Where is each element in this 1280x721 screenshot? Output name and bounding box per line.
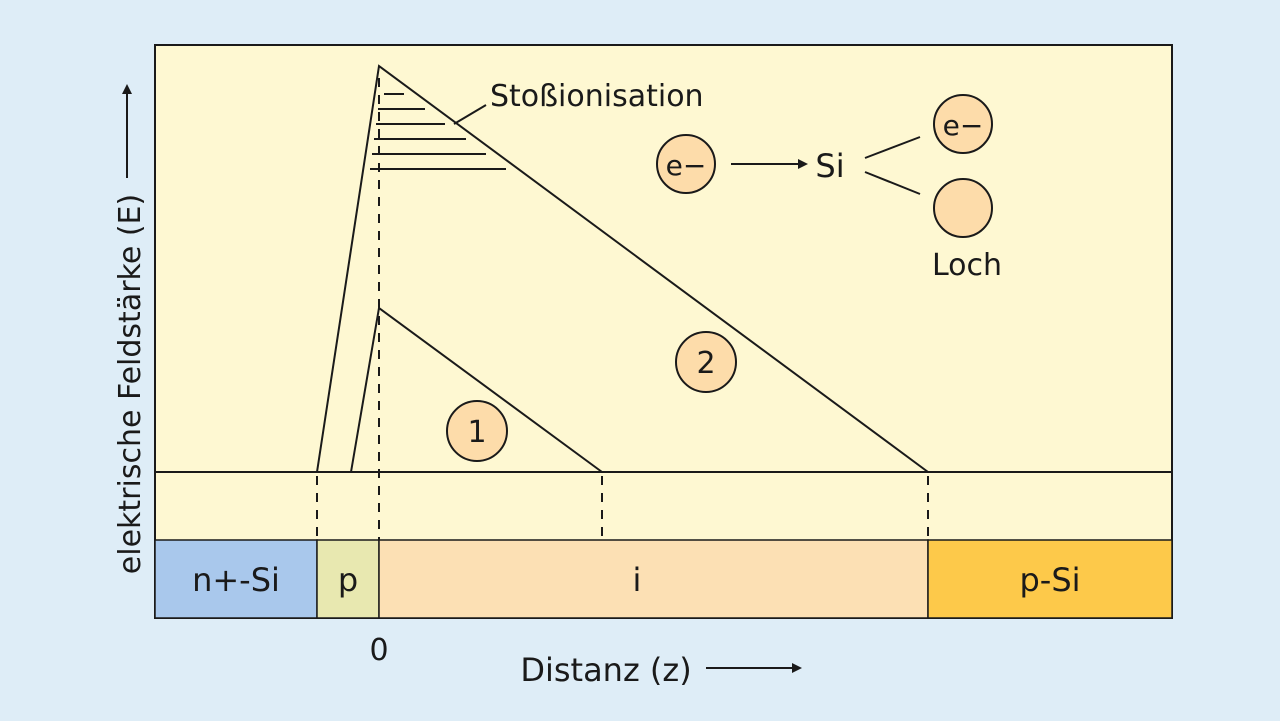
region-p-label: p (338, 561, 358, 599)
annotation-label: Stoßionisation (490, 79, 704, 114)
field-curve-2 (316, 64, 929, 473)
region-p-si-label: p-Si (1019, 561, 1080, 599)
region-p (316, 539, 380, 619)
hole-circle (933, 178, 993, 238)
silicon-atom-label: Si (815, 147, 844, 185)
hole-label: Loch (932, 248, 1002, 283)
branch-to-electron (864, 136, 921, 159)
x-axis-label: Distanz (z) (520, 651, 691, 689)
incoming-electron-label: e− (666, 149, 707, 182)
region-i-label: i (633, 561, 642, 599)
ionization-process: e− Si e− Loch (656, 94, 1002, 283)
field-curve-1 (350, 306, 603, 473)
region-bar: n+-Si p i p-Si (154, 539, 1173, 619)
plot-area (154, 44, 1173, 619)
curve-1-label: 1 (467, 415, 486, 450)
ionization-hatching (370, 93, 506, 170)
outgoing-electron-label: e− (943, 109, 984, 142)
region-p-si (927, 539, 1173, 619)
curve-2-label: 2 (696, 346, 715, 381)
branch-to-hole (864, 171, 921, 195)
y-axis-label: elektrische Feldstärke (E) (113, 194, 148, 574)
annotation-leader (453, 104, 487, 125)
curve-1-badge: 1 (446, 400, 508, 462)
curve-2-badge: 2 (675, 331, 737, 393)
region-n-si-label: n+-Si (192, 561, 280, 599)
origin-label: 0 (369, 633, 388, 668)
region-i (378, 539, 929, 619)
region-n-si (154, 539, 318, 619)
incoming-electron (656, 134, 716, 194)
outgoing-electron (933, 94, 993, 154)
